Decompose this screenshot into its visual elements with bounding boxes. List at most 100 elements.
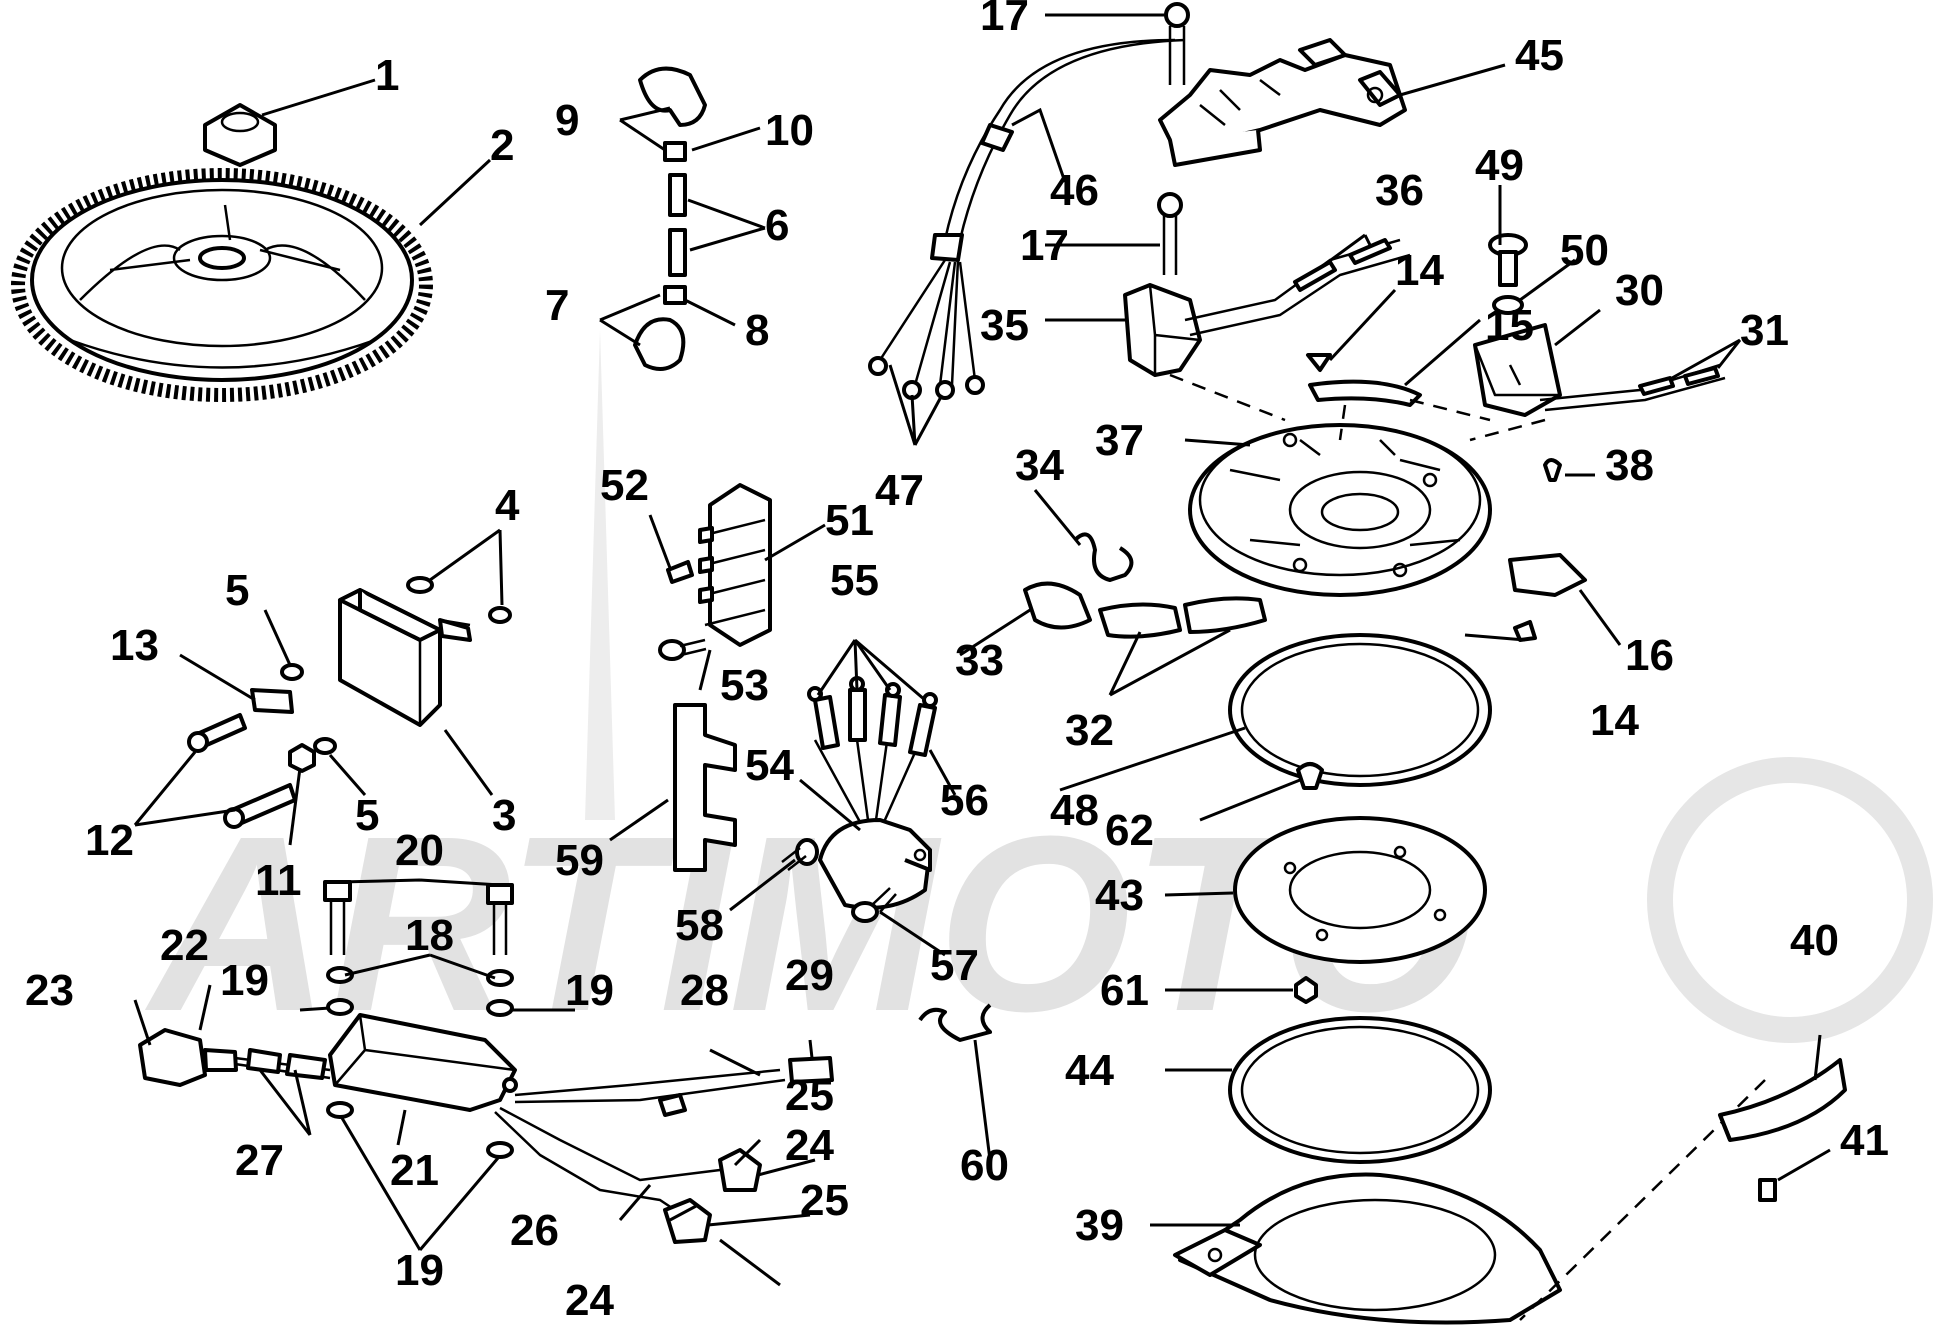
connector-boot [663,1198,712,1244]
washer [280,663,304,681]
callout-10: 10 [765,106,814,155]
stator-plate [1188,423,1492,597]
wire-sleeve [285,1053,327,1080]
connector-plug [138,1028,238,1087]
connector [1683,366,1720,386]
callout-27: 27 [235,1136,284,1185]
ring-terminals [868,259,985,400]
screw [1164,2,1190,85]
sleeve [1098,602,1182,639]
screw [1306,353,1332,372]
callout-47: 47 [875,466,924,515]
solenoid [818,818,932,910]
callout-17a: 17 [980,0,1029,40]
spark-plug-boot [633,66,707,371]
retainer-clip [918,1003,992,1042]
callout-19c: 19 [395,1246,444,1295]
callout-24a: 24 [785,1121,834,1170]
callout-41: 41 [1840,1116,1889,1165]
callout-24b: 24 [565,1276,614,1325]
callout-5b: 5 [355,791,379,840]
callout-57: 57 [930,941,979,990]
washer [313,737,337,755]
screw [666,560,694,584]
callout-61: 61 [1100,966,1149,1015]
callout-30: 30 [1615,266,1664,315]
callout-26: 26 [510,1206,559,1255]
screw [781,838,819,871]
output-wires [494,1068,786,1222]
washer [486,969,514,987]
callout-48: 48 [1050,786,1099,835]
washer [326,1101,354,1119]
terminal-block [698,483,772,647]
seal-ring [1228,633,1492,787]
connector [1638,376,1675,396]
wire-sleeve [246,1048,282,1074]
callout-7: 7 [545,281,569,330]
callout-36: 36 [1375,166,1424,215]
connector [1293,260,1337,292]
washer [1492,295,1524,315]
bracket [1308,379,1422,407]
callout-60: 60 [960,1141,1009,1190]
callout-5a: 5 [225,566,249,615]
callout-51: 51 [825,496,874,545]
nut [1294,976,1318,1004]
alignment-line [1169,373,1546,442]
callout-11: 11 [255,856,302,905]
wire-sleeve [930,233,964,262]
screw [1543,458,1562,482]
callout-14a: 14 [1395,246,1444,295]
screw [1157,192,1183,275]
parts [11,2,1847,1325]
callout-15: 15 [1485,301,1534,350]
callout-4: 4 [495,481,520,530]
callout-32: 32 [1065,706,1114,755]
screw [187,713,247,753]
callout-8: 8 [745,306,769,355]
callout-40: 40 [1790,916,1839,965]
callout-1: 1 [375,51,399,100]
timer-base [1158,38,1407,167]
callout-25b: 25 [800,1176,849,1225]
leader-lines [133,13,1831,1287]
flywheel-nut [203,103,277,167]
callout-52: 52 [600,461,649,510]
washer [488,606,512,624]
screw [658,638,707,661]
callout-17b: 17 [1020,221,1069,270]
callout-29: 29 [785,951,834,1000]
counterweight [1718,1058,1847,1142]
mounting-bracket [673,703,737,872]
bullet-connectors [807,676,938,757]
washer [326,998,354,1016]
callout-31: 31 [1740,306,1789,355]
callout-35: 35 [980,301,1029,350]
callout-44: 44 [1065,1046,1114,1095]
callout-25a: 25 [785,1071,834,1120]
callout-33: 33 [955,636,1004,685]
callout-50: 50 [1560,226,1609,275]
seal-ring [1228,1016,1492,1164]
screw [851,887,897,923]
screw [1296,762,1324,790]
callout-38: 38 [1605,441,1654,490]
screw [1758,1178,1777,1202]
callout-59: 59 [555,836,604,885]
callout-55: 55 [830,556,879,605]
callout-53: 53 [720,661,769,710]
callout-37: 37 [1095,416,1144,465]
retainer-clip [1508,553,1587,597]
callout-labels: 1 2 3 4 5 5 6 7 8 9 10 11 12 13 14 14 15… [25,0,1889,1325]
screw [1488,233,1528,287]
wire-harness [943,38,1186,241]
callout-22: 22 [160,921,209,970]
callout-13: 13 [110,621,159,670]
washer [406,576,434,594]
callout-49: 49 [1475,141,1524,190]
wire-sleeve [980,123,1014,152]
callout-21: 21 [390,1146,439,1195]
connector [658,1093,687,1117]
